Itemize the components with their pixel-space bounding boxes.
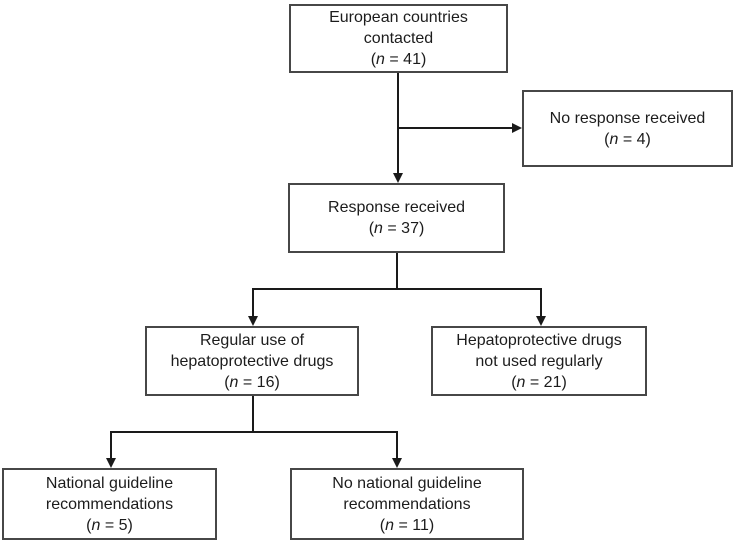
- node-label: No response received: [549, 109, 706, 127]
- n-open: (: [379, 516, 386, 534]
- n-symbol: n: [516, 373, 526, 391]
- node-count: (n = 4): [604, 129, 651, 150]
- n-value: = 11): [394, 516, 435, 534]
- n-value: = 41): [384, 51, 427, 68]
- flow-node-european-countries-contacted: European countries contacted (n = 41): [289, 4, 508, 73]
- arrow-down-icon: [106, 458, 116, 468]
- arrow-down-icon: [536, 316, 546, 326]
- n-symbol: n: [376, 51, 385, 68]
- n-symbol: n: [229, 373, 239, 391]
- arrow-down-icon: [248, 316, 258, 326]
- flow-node-response-received: Response received (n = 37): [288, 183, 505, 253]
- node-count: (n = 11): [380, 515, 434, 536]
- node-count: (n = 41): [371, 49, 427, 70]
- flow-node-regular-use-of-hepatoprotective-drugs: Regular use of hepatoprotective drugs (n…: [145, 326, 359, 396]
- n-open: (: [604, 130, 610, 148]
- connector-to-not-used: [540, 288, 542, 317]
- n-value: = 37): [382, 220, 425, 237]
- connector-to-regular-use: [252, 288, 254, 317]
- connector-response-branch: [252, 288, 542, 290]
- n-open: (: [370, 51, 377, 68]
- n-open: (: [86, 516, 92, 534]
- n-value: = 4): [618, 130, 651, 148]
- connector-regular-use-branch: [110, 431, 398, 433]
- arrow-down-icon: [392, 458, 402, 468]
- n-open: (: [368, 220, 375, 237]
- node-label: Response received: [328, 199, 465, 216]
- n-symbol: n: [609, 130, 619, 148]
- n-open: (: [511, 373, 517, 391]
- n-open: (: [224, 373, 230, 391]
- node-label: No national guideline recommendations: [332, 474, 482, 513]
- node-label: Regular use of hepatoprotective drugs: [170, 331, 334, 370]
- arrow-right-icon: [512, 123, 522, 133]
- connector-to-no-national-guideline: [396, 431, 398, 459]
- n-symbol: n: [91, 516, 101, 534]
- n-value: = 16): [238, 373, 280, 391]
- connector-regular-use-stem: [252, 396, 254, 432]
- flow-node-no-national-guideline-recommendations: No national guideline recommendations (n…: [290, 468, 524, 540]
- node-count: (n = 5): [86, 515, 133, 536]
- node-count: (n = 37): [369, 218, 425, 239]
- connector-contacted-to-no-response: [397, 127, 513, 129]
- n-value: = 5): [100, 516, 133, 534]
- n-value: = 21): [525, 373, 567, 391]
- arrow-down-icon: [393, 173, 403, 183]
- node-count: (n = 16): [224, 372, 280, 393]
- connector-response-stem: [396, 253, 398, 289]
- n-symbol: n: [385, 516, 395, 534]
- flow-node-hepatoprotective-drugs-not-used-regularly: Hepatoprotective drugs not used regularl…: [431, 326, 647, 396]
- node-label: National guideline recommendations: [45, 474, 174, 513]
- node-count: (n = 21): [511, 372, 567, 393]
- node-label: European countries contacted: [329, 9, 468, 47]
- connector-to-national-guideline: [110, 431, 112, 459]
- flow-node-no-response-received: No response received (n = 4): [522, 90, 733, 167]
- n-symbol: n: [374, 220, 383, 237]
- flow-node-national-guideline-recommendations: National guideline recommendations (n = …: [2, 468, 217, 540]
- node-label: Hepatoprotective drugs not used regularl…: [456, 331, 622, 370]
- connector-contacted-to-response: [397, 73, 399, 175]
